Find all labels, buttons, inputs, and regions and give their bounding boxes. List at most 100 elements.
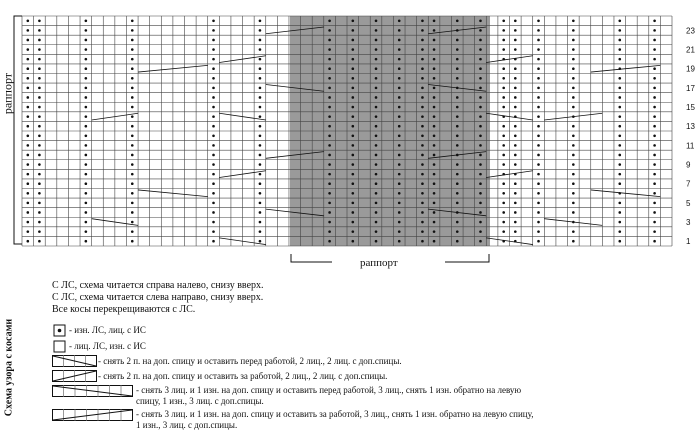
row-number: 19 [686,65,695,74]
purl-dot [374,201,378,205]
purl-dot [26,153,30,157]
purl-dot [514,153,517,157]
purl-dot [212,76,215,80]
cable-cross-line [91,112,139,121]
purl-dot [537,211,540,214]
purl-dot [514,67,517,71]
purl-dot [653,86,656,90]
purl-dot [328,96,331,99]
purl-dot [374,182,378,186]
purl-dot [84,86,88,90]
purl-dot [84,153,88,157]
purl-dot [351,220,355,224]
purl-dot [258,96,262,99]
purl-dot [653,239,656,243]
purl-dot [26,230,30,233]
purl-dot [514,38,517,42]
purl-dot [351,172,355,176]
purl-dot [38,201,41,205]
purl-dot [421,191,424,195]
purl-dot [537,96,540,99]
purl-dot [514,105,517,109]
purl-dot [84,76,88,80]
purl-dot [502,144,505,147]
purl-dot [258,191,262,195]
purl-dot [502,29,505,32]
row-number: 7 [686,180,691,189]
purl-dot [421,211,424,214]
purl-dot [432,115,436,118]
purl-dot [374,105,378,109]
purl-dot [653,134,656,138]
purl-dot [421,48,424,51]
purl-dot [514,134,517,138]
purl-dot [397,220,401,224]
purl-dot [328,182,331,186]
purl-dot [374,172,378,176]
purl-dot [653,220,656,224]
purl-dot [421,105,424,109]
purl-dot [212,230,215,233]
purl-dot [502,239,505,243]
purl-dot [328,191,331,195]
purl-dot [397,172,401,176]
purl-dot [130,211,134,214]
purl-dot [572,115,575,118]
purl-dot [212,220,215,224]
purl-dot [618,163,622,166]
purl-dot [130,134,134,138]
purl-dot [618,29,622,32]
purl-dot [502,105,505,109]
purl-dot [38,19,41,23]
cable-cross-line [219,55,266,63]
note-cables: Все косы перекрещиваются с ЛС. [52,304,196,315]
purl-dot [258,115,262,118]
purl-dot [572,105,575,109]
purl-dot [537,191,540,195]
purl-dot [328,220,331,224]
purl-dot [38,144,41,147]
cable-cross-line [265,208,324,217]
legend-cable3-front-text-1: - снять 3 лиц. и 1 изн. на доп. спицу и … [136,385,522,395]
purl-dot [653,124,656,128]
purl-dot [84,38,88,42]
purl-dot [397,211,401,214]
purl-dot [502,163,505,166]
legend-knit: - лиц. ЛС, изн. с ИС [52,340,652,354]
purl-dot [84,115,88,118]
purl-dot [130,76,134,80]
purl-dot [514,201,517,205]
purl-dot [421,96,424,99]
purl-dot [26,124,30,128]
purl-dot [432,172,436,176]
purl-dot [397,144,401,147]
horizontal-repeat-label: раппорт [360,257,398,269]
row-number: 17 [686,84,695,93]
purl-dot [537,144,540,147]
horizontal-repeat-bracket-left [290,254,332,263]
purl-dot [351,105,355,109]
purl-dot [84,201,88,205]
purl-dot [618,115,622,118]
purl-dot [537,201,540,205]
purl-dot [653,67,656,71]
purl-dot [26,239,30,243]
purl-dot [653,57,656,61]
row-number: 23 [686,26,695,35]
purl-dot [397,182,401,186]
purl-dot [618,38,622,42]
purl-dot [653,153,656,157]
purl-dot [537,115,540,118]
purl-dot [432,153,436,157]
purl-dot [514,19,517,23]
purl-dot [572,96,575,99]
purl-dot [374,153,378,157]
purl-dot [421,86,424,90]
purl-dot [537,86,540,90]
purl-dot [455,201,459,205]
purl-dot [537,182,540,186]
purl-dot [258,153,262,157]
vertical-repeat-bracket [13,15,22,245]
cable-cross-line [486,55,533,63]
purl-dots [26,19,656,243]
